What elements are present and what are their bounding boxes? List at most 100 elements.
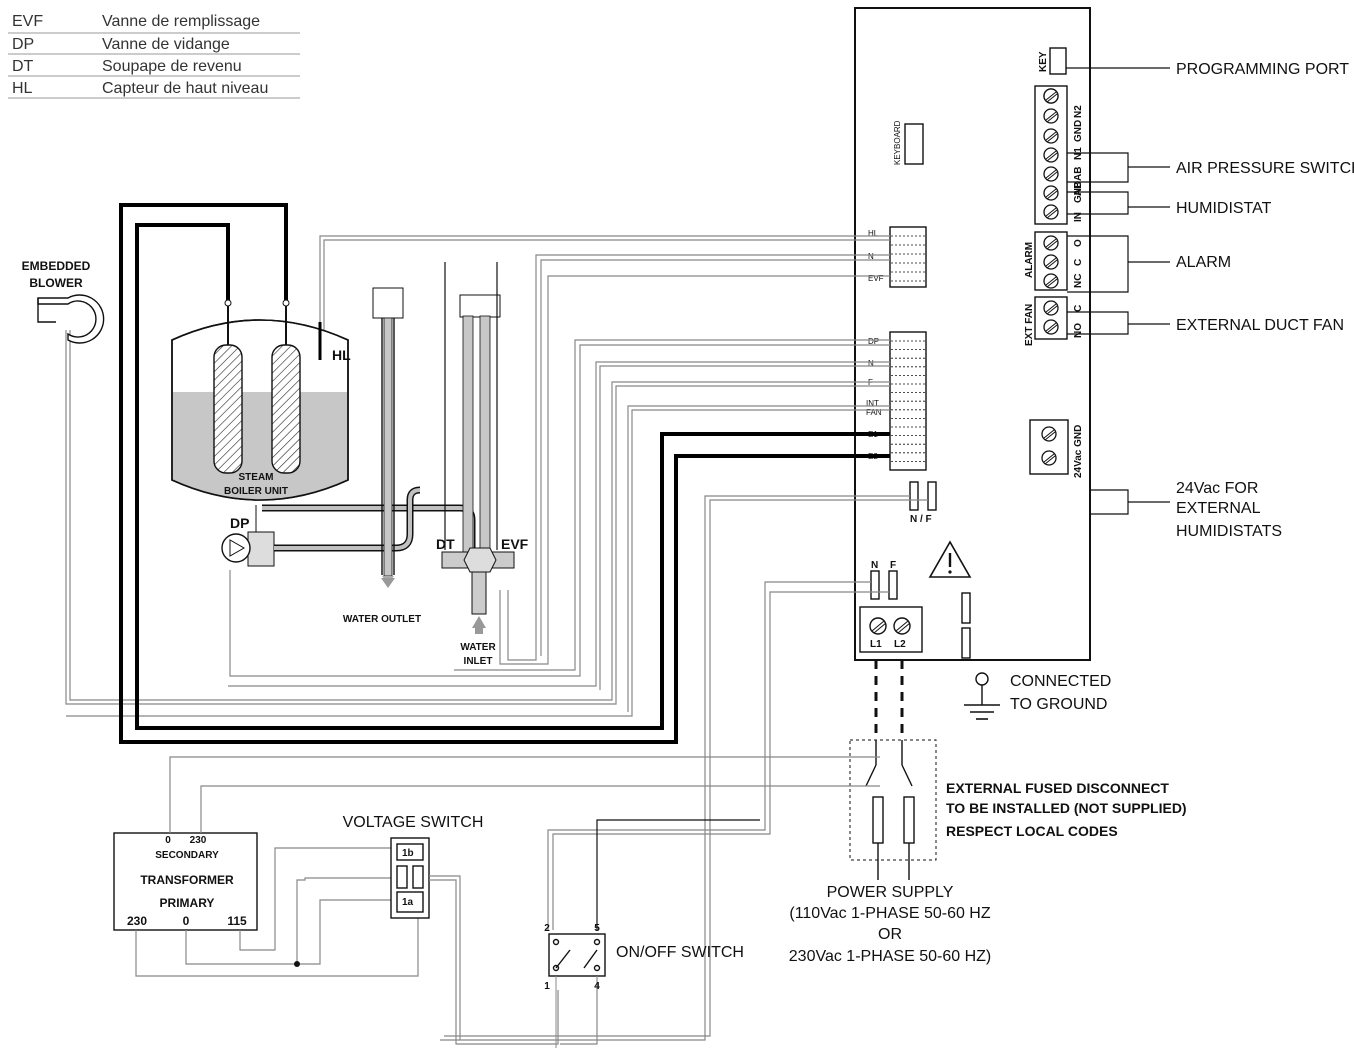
terminal-screw-icon [1043, 273, 1059, 289]
transformer-pri-230: 230 [127, 914, 147, 928]
blower-label-1: EMBEDDED [22, 259, 91, 273]
terminal-label-ab: AB [1073, 167, 1084, 181]
power-supply-or: OR [878, 926, 902, 943]
transformer-name: TRANSFORMER [140, 873, 234, 887]
electrode-right [271, 344, 301, 474]
transformer-sec-230: 230 [190, 835, 207, 846]
terminal-screw-icon [1043, 204, 1059, 220]
keyboard-connector [904, 123, 924, 165]
transformer-pri-0: 0 [183, 914, 190, 928]
disconnect-label-1: EXTERNAL FUSED DISCONNECT [946, 780, 1169, 796]
terminal-screw-icon [1043, 185, 1059, 201]
terminal-label-in: IN [1073, 212, 1084, 222]
keyboard-label: KEYBOARD [893, 120, 902, 165]
conn-int: INT [866, 399, 879, 408]
terminal-screw-icon [1043, 128, 1059, 144]
conn-dp: DP [868, 337, 879, 346]
conn-hl: HL [868, 229, 879, 238]
water-inlet-label-2: INLET [464, 656, 493, 667]
fan-term-c: C [1073, 305, 1084, 312]
alarm-term-o: O [1073, 239, 1084, 247]
legend-code: HL [12, 80, 33, 97]
terminal-screw-icon [1043, 319, 1059, 335]
legend-desc: Vanne de remplissage [102, 13, 260, 30]
legend-desc: Capteur de haut niveau [102, 80, 268, 97]
voltage-switch-1a: 1a [402, 897, 414, 908]
water-inlet-arrow [472, 616, 486, 628]
piping [221, 262, 515, 634]
l2-screw [893, 617, 911, 635]
callout-external: EXTERNAL [1176, 500, 1261, 517]
l1-label: L1 [870, 639, 882, 650]
terminal-label-ab: AB [1073, 182, 1084, 196]
onoff-term-1: 1 [544, 981, 550, 992]
dp-label: DP [230, 515, 249, 531]
legend-code: DT [12, 58, 34, 75]
alarm-term-nc: NC [1073, 274, 1084, 288]
conn-evf: EVF [868, 274, 884, 283]
power-supply-label: POWER SUPPLY [827, 884, 954, 901]
water-outlet-label: WATER OUTLET [343, 614, 421, 625]
onoff-term-5: 5 [594, 923, 600, 934]
transformer [113, 756, 880, 977]
alarm-block-label: ALARM [1024, 242, 1035, 278]
legend-table: EVF Vanne de remplissage DP Vanne de vid… [8, 13, 300, 99]
nf-low-pin-f [888, 570, 898, 600]
ground-symbol [964, 672, 1000, 720]
power-supply-230: 230Vac 1-PHASE 50-60 HZ) [789, 948, 991, 965]
legend-desc: Vanne de vidange [102, 36, 230, 53]
embedded-blower [37, 294, 105, 344]
voltage-switch [390, 837, 559, 1045]
warning-icon [928, 540, 972, 578]
terminal-screw-icon [1043, 147, 1059, 163]
terminal-screw-icon [1043, 166, 1059, 182]
steam-boiler [171, 299, 349, 501]
terminal-screw-icon [1043, 88, 1059, 104]
key-connector [1049, 47, 1067, 75]
nf-pin-f [927, 481, 937, 511]
terminal-screw-icon [1043, 300, 1059, 316]
callout-air-pressure-switch: AIR PRESSURE SWITCH [1176, 160, 1354, 177]
legend-desc: Soupape de revenu [102, 58, 242, 75]
disconnect-label-2: TO BE INSTALLED (NOT SUPPLIED) [946, 800, 1187, 816]
conn-fan: FAN [866, 408, 882, 417]
boiler-label-1: STEAM [239, 472, 274, 483]
onoff-term-2: 2 [544, 923, 550, 934]
legend-code: EVF [12, 13, 43, 30]
24vac-label: 24Vac GND [1073, 425, 1084, 478]
voltage-switch-1b: 1b [402, 848, 414, 859]
alarm-term-c: C [1073, 259, 1084, 266]
terminal-label-n2: N2 [1073, 105, 1084, 118]
nf-low-f: F [890, 560, 896, 571]
fused-disconnect [849, 660, 937, 880]
voltage-switch-label: VOLTAGE SWITCH [343, 814, 484, 831]
terminal-screw-icon [1041, 450, 1057, 466]
onoff-switch [548, 933, 606, 1048]
l1-screw [869, 617, 887, 635]
conn-n: N [868, 359, 874, 368]
onoff-switch-label: ON/OFF SWITCH [616, 944, 744, 961]
nf-low-pin-n [870, 570, 880, 600]
callout-external-duct-fan: EXTERNAL DUCT FAN [1176, 317, 1344, 334]
ground-label-line2: TO GROUND [1010, 696, 1107, 713]
blower-label-2: BLOWER [29, 276, 83, 290]
disconnect-label-3: RESPECT LOCAL CODES [946, 823, 1118, 839]
transformer-primary: PRIMARY [160, 896, 215, 910]
onoff-term-4: 4 [594, 981, 600, 992]
transformer-pri-115: 115 [227, 914, 247, 928]
connector-upper [889, 226, 927, 288]
conn-n: N [868, 252, 874, 261]
hl-sensor-label: HL [332, 347, 351, 363]
power-supply-110: (110Vac 1-PHASE 50-60 HZ [789, 905, 991, 922]
terminal-label-gnd: GND [1073, 120, 1084, 142]
callout-programming-port: PROGRAMMING PORT [1176, 61, 1349, 78]
nf-low-n: N [871, 560, 878, 571]
terminal-screw-icon [1043, 235, 1059, 251]
board-wires [65, 203, 928, 1041]
legend-code: DP [12, 36, 34, 53]
terminal-screw-icon [1043, 254, 1059, 270]
water-inlet-label-1: WATER [460, 642, 496, 653]
callout-24vac: 24Vac FOR [1176, 480, 1258, 497]
transformer-secondary: SECONDARY [155, 850, 219, 861]
ground-label-line1: CONNECTED [1010, 673, 1111, 690]
